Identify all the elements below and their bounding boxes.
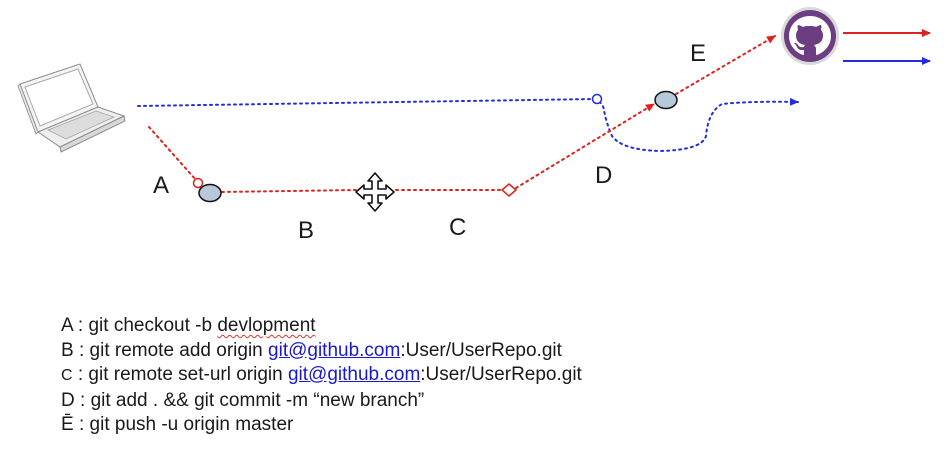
laptop-icon (17, 63, 126, 153)
remote-branch-path (137, 97, 799, 153)
legend-cmd-d: git add . && git commit -m “new branch” (90, 389, 425, 411)
legend-letter-d: D (61, 389, 75, 411)
command-legend: A : git checkout -b devlopment B : git r… (61, 314, 582, 438)
legend-letter-a: A (61, 315, 73, 336)
legend-cmd-a: git checkout -b (88, 315, 218, 336)
legend-cmd-e: git push -u origin master (89, 414, 294, 435)
legend-row-c: C : git remote set-url origin git@github… (61, 363, 582, 389)
commit-to-github-path (675, 35, 776, 95)
legend-row-e: Ē : git push -u origin master (61, 413, 582, 438)
legend-cmd-b: git remote add origin (89, 339, 269, 361)
legend-letter-b: B (61, 339, 74, 361)
legend-cmd-c: git remote set-url origin (88, 364, 288, 385)
legend-sep-b: : (73, 339, 90, 361)
legend-cmd-a-word: devlopment (217, 315, 316, 336)
checkout-to-remote-path (221, 189, 357, 193)
commit-node (654, 90, 678, 110)
step-label-e: E (690, 40, 707, 67)
laptop-to-checkout-path (148, 126, 197, 181)
step-label-b: B (298, 217, 315, 244)
seturl-to-commit-path (515, 103, 655, 189)
step-label-a: A (153, 172, 170, 199)
legend-cmd-c-post: :User/UserRepo.git (420, 364, 582, 385)
legend-sep-a: : (72, 315, 89, 336)
legend-letter-e: Ē (61, 414, 74, 435)
remote-branch-node (591, 93, 603, 105)
seturl-diamond-node (500, 183, 518, 197)
legend-row-b: B : git remote add origin git@github.com… (61, 339, 582, 364)
move-arrows-icon (355, 172, 395, 212)
step-label-d: D (595, 162, 613, 189)
github-octocat-icon (781, 7, 839, 65)
legend-sep-c: : (72, 364, 89, 385)
legend-cmd-b-post: :User/UserRepo.git (400, 339, 562, 361)
legend-row-a: A : git checkout -b devlopment (61, 314, 582, 339)
legend-row-d: D : git add . && git commit -m “new bran… (61, 389, 582, 414)
legend-sep-e: : (73, 414, 90, 435)
checkout-node (198, 183, 222, 203)
legend-link-c[interactable]: git@github.com (287, 364, 421, 385)
legend-letter-c: C (61, 367, 73, 384)
checkout-start-node (192, 177, 204, 189)
legend-sep-d: : (74, 389, 91, 411)
legend-link-b[interactable]: git@github.com (268, 339, 401, 361)
step-label-c: C (449, 214, 467, 241)
